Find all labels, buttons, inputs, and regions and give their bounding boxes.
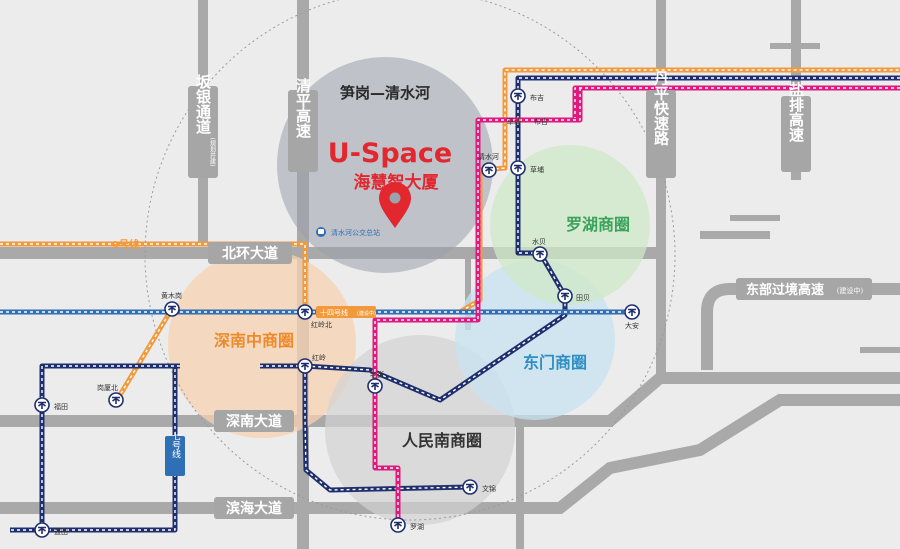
station-luohu-label: 罗湖 <box>410 522 424 531</box>
road-dongbu <box>701 283 900 370</box>
road-label-bantian-text: 坂银通道 <box>194 74 212 134</box>
center-title: 笋岗—清水河 <box>340 84 430 102</box>
metro-line-magenta <box>372 85 900 525</box>
station-hongling-label: 红岭 <box>312 353 326 362</box>
station-tianbei-label: 田贝 <box>576 294 590 302</box>
district-dongmen: 东门商圈 <box>523 353 587 372</box>
road-label-binhai: 滨海大道 <box>214 497 294 519</box>
business-circles <box>144 0 676 525</box>
station-laojie: 老街 <box>367 370 384 394</box>
station-buji: 布吉 <box>510 88 544 104</box>
bus-station-label: 清水河公交总站 <box>331 228 380 237</box>
road-label-qingping: 清平高速 <box>288 77 318 172</box>
road-label-dongbu-text: 东部过境高速 <box>746 282 824 298</box>
station-shuibei-label: 水贝 <box>532 237 546 246</box>
station-honglingbei: 红岭北 <box>297 304 332 329</box>
road-label-yanpai-text: 盐排高速 <box>787 81 805 143</box>
station-hongling: 红岭 <box>297 353 326 374</box>
station-caopu-label: 草埔 <box>530 165 544 174</box>
station-wenjin-label: 文锦 <box>482 484 496 493</box>
station-futian-label: 福田 <box>54 402 68 411</box>
station-gangxia-bei-label: 岗厦北 <box>97 384 118 392</box>
metro-line-7 <box>10 363 305 533</box>
station-honglingbei-label: 红岭北 <box>311 320 332 329</box>
road-label-beihuan-text: 北环大道 <box>222 245 278 262</box>
road-label-shennan: 深南大道 <box>214 410 294 432</box>
station-caopu-top: 草埔 <box>507 117 521 126</box>
road-label-bantian-sub: (规划并建) <box>209 138 216 167</box>
circle-luohu <box>490 145 650 305</box>
project-center: 笋岗—清水河 U-Space 海慧智大厦 清水河公交总站 <box>316 84 452 237</box>
metro-line-navy <box>302 75 900 493</box>
station-huangmugang: 黄木岗 <box>161 291 182 317</box>
station-gangxia-bei: 岗厦北 <box>97 384 124 408</box>
district-shennan: 深南中商圈 <box>214 331 294 350</box>
station-huangmugang-label: 黄木岗 <box>161 291 182 300</box>
station-yitian: 益田 <box>34 522 68 538</box>
line-14-sub: (建设中) <box>357 310 376 317</box>
road-label-shennan-text: 深南大道 <box>226 413 282 430</box>
district-renmin: 人民南商圈 <box>402 431 482 450</box>
road-label-beihuan: 北环大道 <box>208 242 292 264</box>
station-yitian-label: 益田 <box>54 527 68 536</box>
station-laojie-label: 老街 <box>370 370 384 379</box>
line-7-label: 七号线 <box>170 431 181 458</box>
station-buji-2-label: 布吉 <box>534 117 548 126</box>
line-14-badge: 十四号线 (建设中) <box>316 306 376 318</box>
location-pin-icon <box>379 182 411 228</box>
road-label-bantian: 坂银通道 (规划并建) <box>188 74 218 178</box>
station-wenjin: 文锦 <box>462 479 496 495</box>
station-luohu: 罗湖 <box>390 517 424 533</box>
project-name: U-Space <box>328 138 452 169</box>
road-label-dongbu-sub: (建设中) <box>837 286 864 295</box>
station-qingshuihe-label: 清水河 <box>478 152 499 161</box>
station-buji-label: 布吉 <box>530 93 544 102</box>
road-label-danping-text: 丹平快速路 <box>652 71 670 146</box>
station-futian: 福田 <box>34 397 68 413</box>
road-labels: 坂银通道 (规划并建) 清平高速 丹平快速路 盐排高速 北环大道 深南大道 滨海… <box>188 71 872 519</box>
station-buji-2: 布吉 <box>534 117 548 126</box>
station-daan-label: 大安 <box>625 321 639 330</box>
circle-center <box>277 57 493 273</box>
circle-outer-ring <box>144 0 676 521</box>
line-14-label: 十四号线 <box>320 308 348 317</box>
station-tianbei: 田贝 <box>557 288 590 304</box>
station-caopu: 草埔 <box>510 160 544 176</box>
line-7-badge: 七号线 <box>165 431 185 476</box>
station-caopu-top-label: 草埔 <box>507 117 521 126</box>
station-shuibei: 水贝 <box>532 237 548 262</box>
bus-icon <box>316 227 326 237</box>
road-label-binhai-text: 滨海大道 <box>226 500 282 517</box>
metro-line-labels: 9号线 七号线 十四号线 (建设中) <box>112 238 376 476</box>
road-label-yanpai: 盐排高速 <box>781 81 811 172</box>
line-9-label: 9号线 <box>112 238 139 251</box>
station-qingshuihe: 清水河 <box>478 152 499 178</box>
metro-stations: 布吉 布吉 草埔 清水河 草埔 水贝 田贝 大安 黄木岗 红岭北 红岭 老街 岗… <box>34 88 640 538</box>
road-label-dongbu: 东部过境高速 (建设中) <box>736 278 872 300</box>
circle-shennan <box>168 250 356 438</box>
road-label-danping: 丹平快速路 <box>646 71 676 178</box>
station-daan: 大安 <box>624 304 640 330</box>
road-label-qingping-text: 清平高速 <box>294 77 312 139</box>
district-luohu: 罗湖商圈 <box>566 215 630 234</box>
district-labels: 罗湖商圈 东门商圈 深南中商圈 人民南商圈 <box>214 215 630 450</box>
